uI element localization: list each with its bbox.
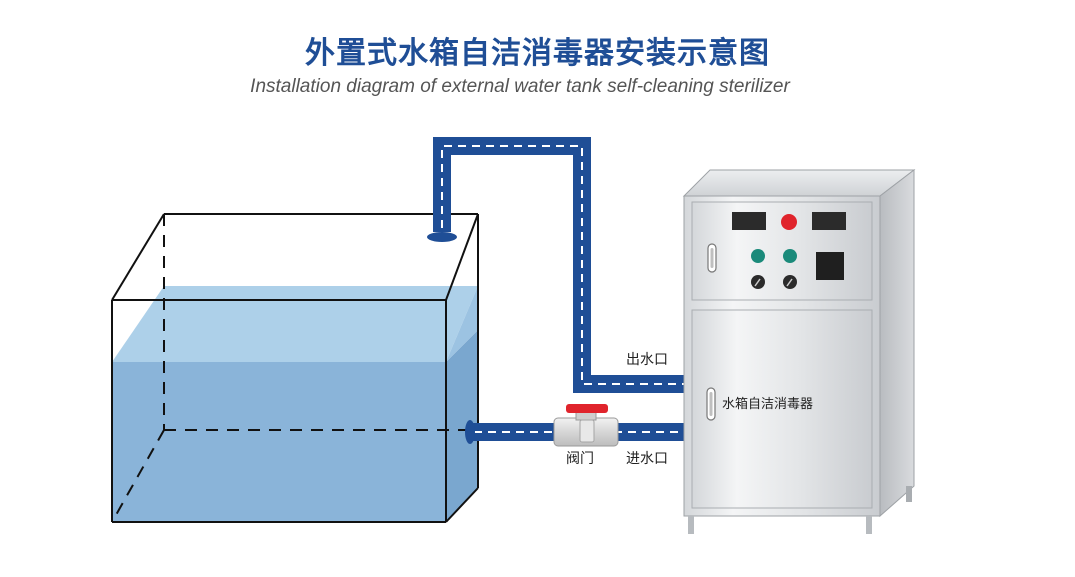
water-surface	[112, 286, 478, 362]
inlet-label: 进水口	[626, 451, 668, 467]
status-indicator-right	[783, 249, 797, 263]
diagram-title: 外置式水箱自洁消毒器安装示意图	[305, 36, 770, 71]
inlet-pipe	[465, 420, 686, 444]
switch-box	[816, 252, 844, 280]
inlet-flange	[465, 420, 475, 444]
water-surface-back	[446, 286, 478, 362]
valve	[553, 404, 619, 447]
unit-name-label: 水箱自洁消毒器	[722, 396, 813, 412]
outlet-label: 出水口	[626, 352, 668, 368]
power-indicator	[781, 214, 797, 230]
display-left	[732, 212, 766, 230]
sterilizer-cabinet	[682, 168, 916, 534]
lower-door	[691, 309, 873, 509]
water-side-face	[446, 330, 478, 522]
water-front-face	[112, 362, 446, 522]
valve-label: 阀门	[566, 451, 594, 467]
status-indicator-left	[751, 249, 765, 263]
valve-handle	[566, 404, 608, 413]
water-tank	[111, 213, 479, 523]
display-right	[812, 212, 846, 230]
outlet-pipe	[427, 137, 684, 393]
outlet-nozzle	[427, 232, 457, 242]
diagram-subtitle: Installation diagram of external water t…	[250, 76, 790, 97]
